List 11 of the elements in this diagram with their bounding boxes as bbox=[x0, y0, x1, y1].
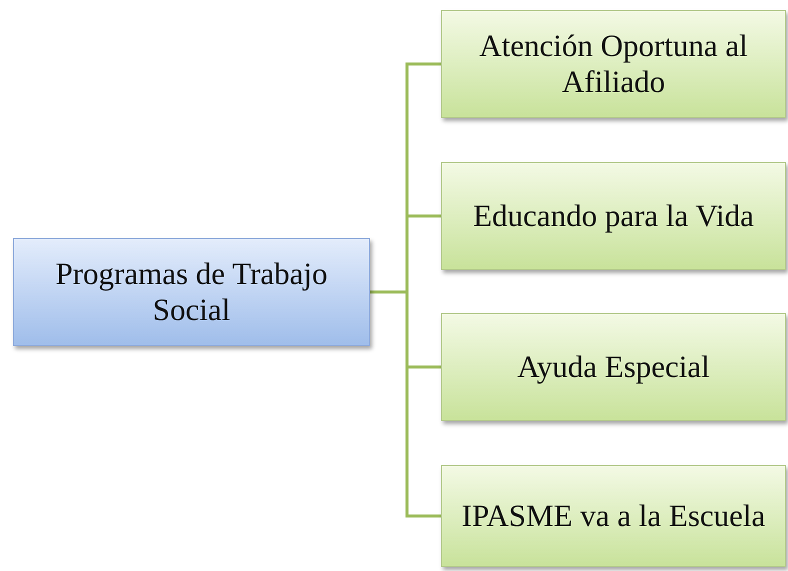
program-box bbox=[441, 10, 786, 118]
box-label: Atención Oportuna al Afiliado bbox=[478, 28, 749, 100]
root-box bbox=[13, 238, 370, 346]
box-label: Educando para la Vida bbox=[473, 198, 754, 234]
connector-line bbox=[370, 290, 441, 518]
box-label: Ayuda Especial bbox=[517, 349, 710, 385]
program-box bbox=[441, 465, 786, 567]
program-box bbox=[441, 162, 786, 270]
program-box bbox=[441, 313, 786, 421]
box-label: IPASME va a la Escuela bbox=[462, 498, 766, 534]
box-label: Programas de Trabajo Social bbox=[54, 256, 329, 328]
